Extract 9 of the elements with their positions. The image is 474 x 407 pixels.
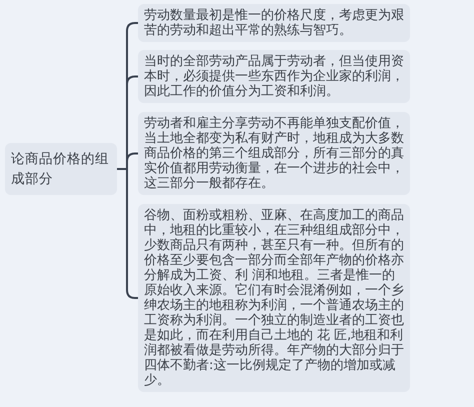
note-text: 劳动者和雇主分享劳动不再能单独支配价值，当土地全都变为私有财产时，地租成为大多数商品价格的第三个组成部分，所有三部分的真实价值都用劳动衡量，在一个进步的社会中，这三部分一般都存在。 <box>144 116 404 191</box>
topic-box <box>5 143 117 195</box>
note-text: 劳动数量最初是惟一的价格尺度，考虑更为艰苦的劳动和超出平常的熟练与智巧。 <box>144 8 404 38</box>
note-text: 谷物、面粉或粗粉、亚麻、在高度加工的商品中，地租的比重较小，在三种组组成部分中，少数商品只有两种，甚至只有一种。但所有的价格至少要包含一部分而全部年产物的价格亦分解成为工资、利 润和地租。三者是惟一的原始收入来源。它们有时会混淆例如，一个乡绅农场主的地租称为利润，一个普通农场主的工资称为利润。一个独立的制造业者的工资也是如此，而在利用自己土地的 花 匠,地租和利润都被看做是劳动所得。年产物的大部分归于四体不勤者:这一比例规定了产物的增加或减少。 <box>144 208 404 388</box>
note-box <box>138 4 410 42</box>
note-text: 论商品价格的组成部分 <box>11 150 110 189</box>
note-text: 当时的全部劳动产品属于劳动者，但当使用资本时，必须提供一些东西作为企业家的利润，因此工作的价值分为工资和利润。 <box>144 54 404 99</box>
note-box <box>138 50 410 103</box>
connector-line <box>117 168 138 299</box>
